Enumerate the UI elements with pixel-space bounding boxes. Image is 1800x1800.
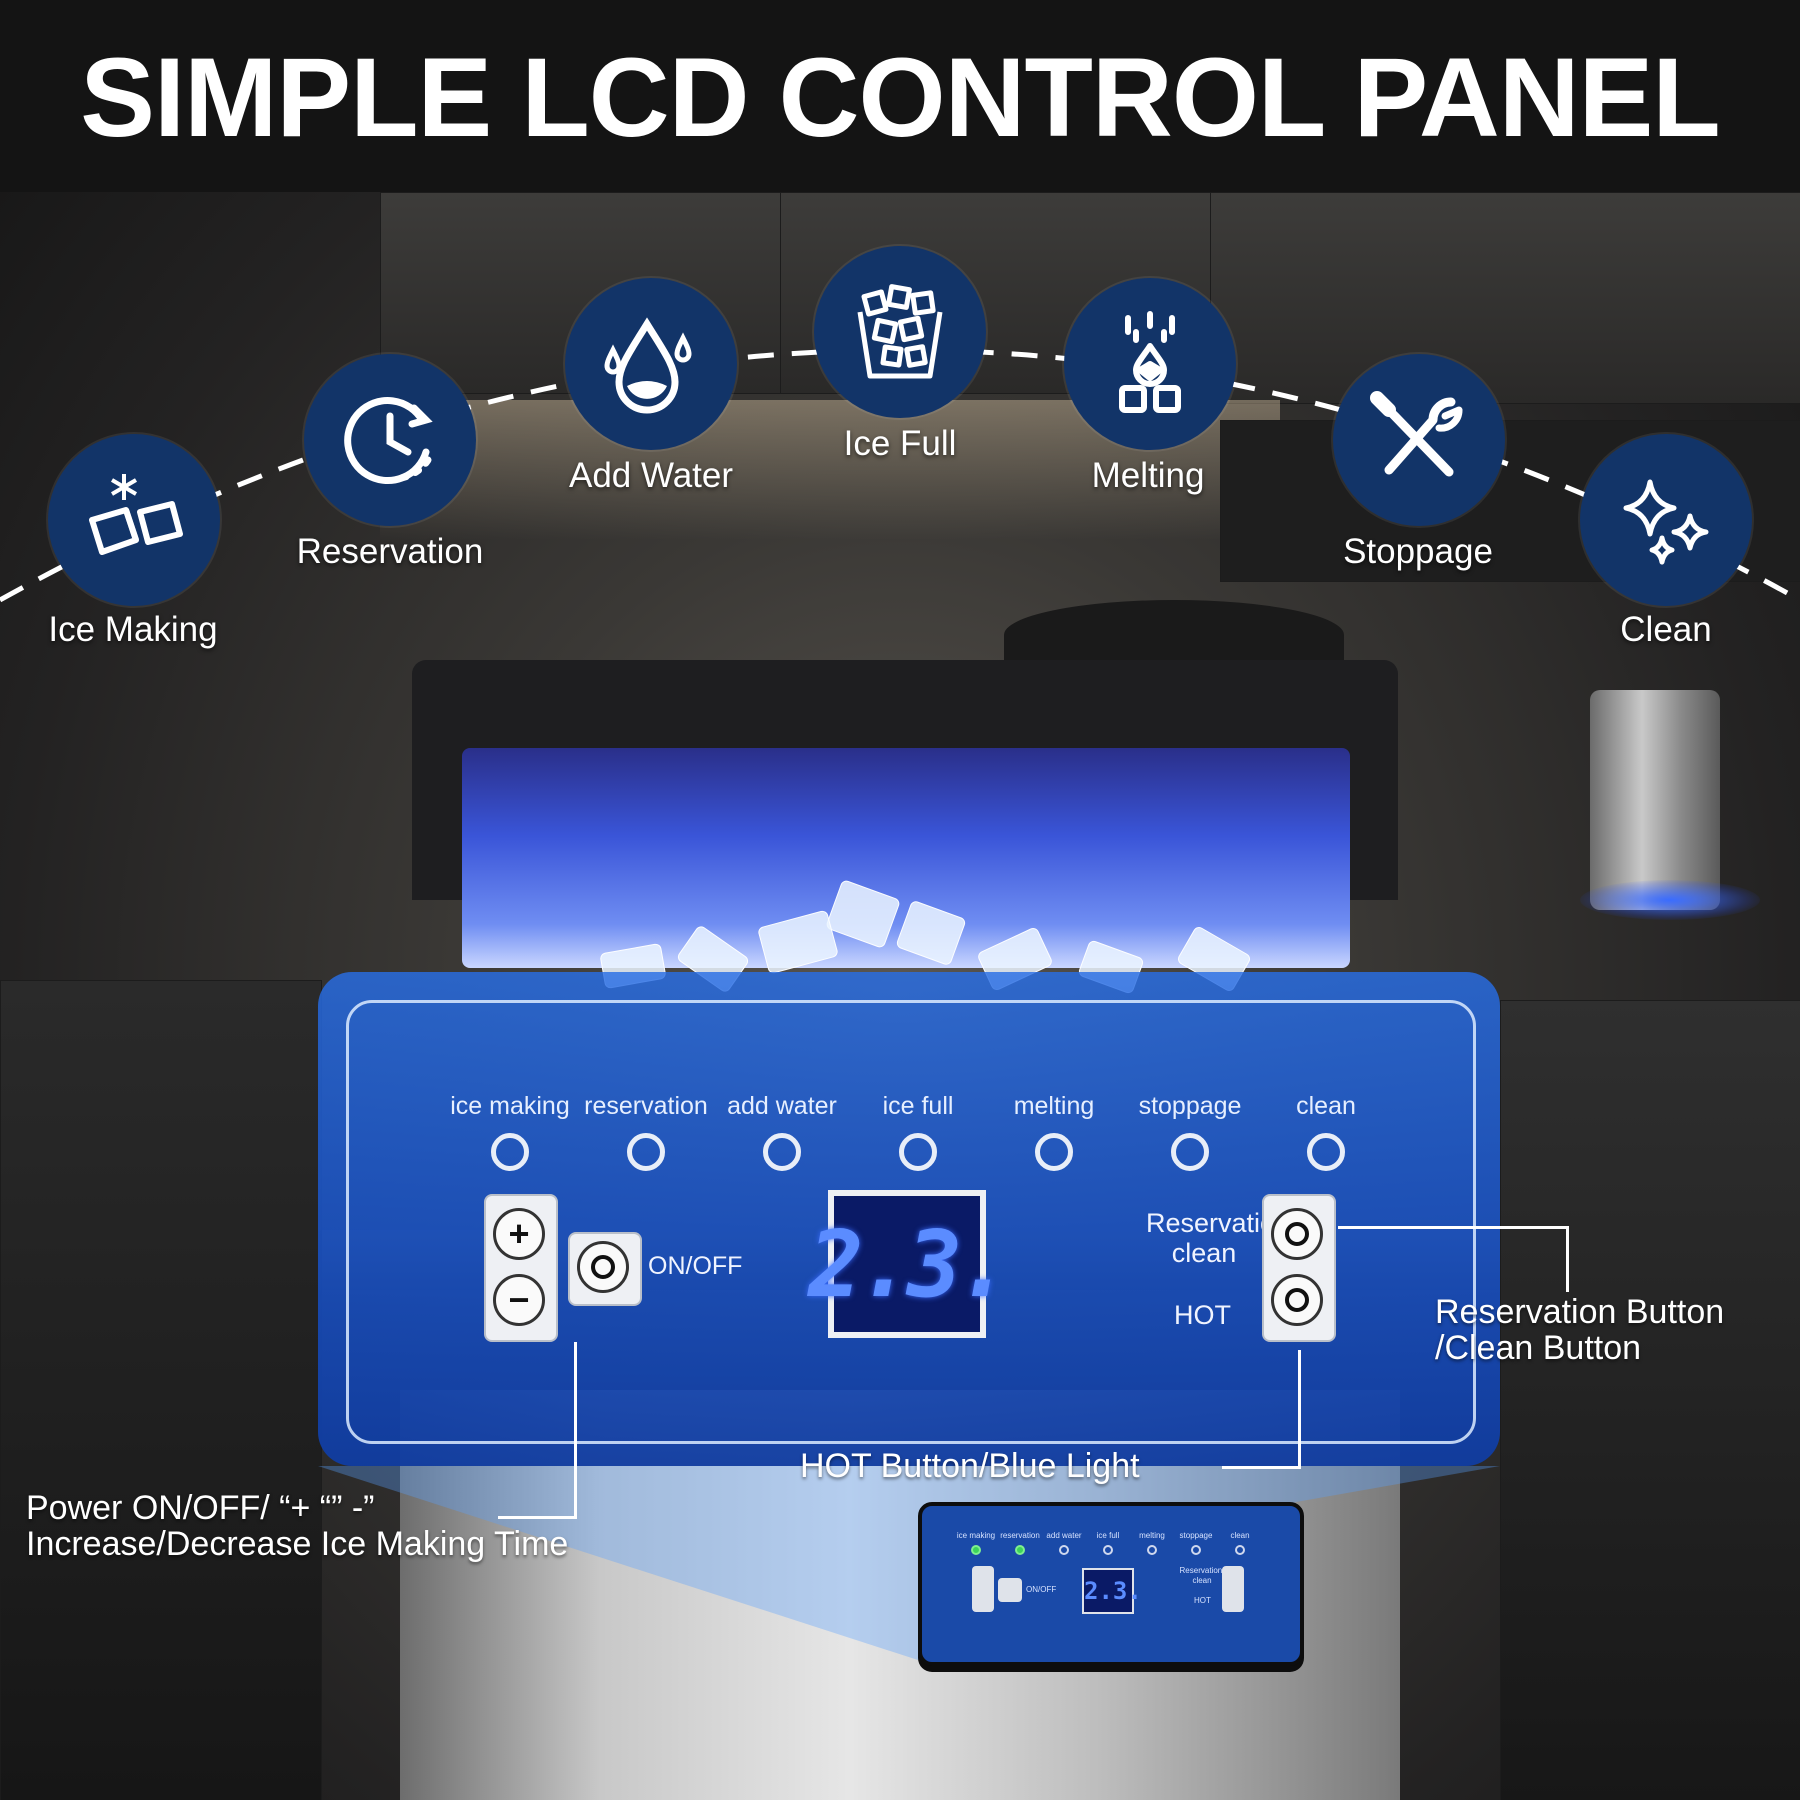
small-power-button[interactable] — [998, 1578, 1022, 1602]
feature-label: Clean — [1620, 610, 1712, 649]
sparkle-icon — [1580, 434, 1752, 606]
small-indicator-label: reservation — [1000, 1531, 1040, 1540]
indicator-label-add-water: add water — [727, 1092, 837, 1120]
power-button[interactable] — [577, 1241, 629, 1293]
small-indicator-light — [1235, 1545, 1245, 1555]
indicator-label-stoppage: stoppage — [1138, 1092, 1242, 1120]
indicator-label-ice-making: ice making — [450, 1092, 570, 1120]
ring-icon — [1285, 1288, 1309, 1312]
reservation-clean-label-line1: Reservation/ — [1146, 1208, 1298, 1238]
small-indicator-label: ice making — [956, 1531, 996, 1540]
small-indicator-light-reservation — [1015, 1545, 1025, 1555]
callout-power: Power ON/OFF/ “+ “” -” Increase/Decrease… — [26, 1490, 568, 1562]
small-indicator-label: stoppage — [1179, 1531, 1213, 1540]
background-cabinet — [0, 980, 322, 1800]
background-cabinet — [1500, 1000, 1800, 1800]
callout-line — [1566, 1226, 1569, 1292]
ring-icon — [591, 1255, 615, 1279]
clock-icon — [304, 354, 476, 526]
background-pot — [1590, 690, 1720, 910]
indicator-light-clean — [1307, 1133, 1345, 1171]
callout-line — [574, 1342, 577, 1518]
title-bar: SIMPLE LCD CONTROL PANEL — [0, 0, 1800, 192]
callout-hot: HOT Button/Blue Light — [800, 1447, 1140, 1485]
hot-button[interactable] — [1271, 1274, 1323, 1326]
reservation-clean-label-line2: clean — [1171, 1238, 1237, 1268]
small-plus-minus-buttons[interactable] — [972, 1566, 994, 1612]
callout-reservation: Reservation Button /Clean Button — [1435, 1294, 1724, 1366]
machine-window — [462, 748, 1350, 995]
lcd-display-value: 2.3. — [808, 1210, 1012, 1318]
feature-label: Stoppage — [1343, 532, 1493, 571]
feature-label: Ice Full — [843, 424, 957, 463]
ice-cube-icon — [48, 434, 220, 606]
small-indicator-label: melting — [1139, 1531, 1165, 1540]
indicator-label-clean: clean — [1296, 1092, 1356, 1120]
small-indicator-label: ice full — [1096, 1531, 1120, 1540]
small-indicator-light — [1103, 1545, 1113, 1555]
melting-icon — [1064, 278, 1236, 450]
small-indicator-light — [1147, 1545, 1157, 1555]
plus-minus-block: + − — [484, 1194, 558, 1342]
small-reservation-clean-label-line2: clean — [1192, 1576, 1212, 1585]
control-panel-frame — [346, 1000, 1476, 1444]
ring-icon — [1285, 1222, 1309, 1246]
small-indicator-label: clean — [1230, 1531, 1250, 1540]
callout-power-line1: Power ON/OFF/ “+ “” -” — [26, 1489, 375, 1527]
small-indicator-label: add water — [1046, 1531, 1082, 1540]
indicator-light-ice-making — [491, 1133, 529, 1171]
indicator-light-melting — [1035, 1133, 1073, 1171]
feature-label: Ice Making — [48, 610, 218, 649]
callout-line — [498, 1516, 577, 1519]
lcd-display: 2.3. — [808, 1190, 1012, 1338]
callout-reservation-line1: Reservation Button — [1435, 1293, 1725, 1331]
small-right-buttons[interactable] — [1222, 1566, 1244, 1612]
indicator-light-stoppage — [1171, 1133, 1209, 1171]
water-drop-icon — [565, 278, 737, 450]
reservation-clean-label: Reservation/ clean — [1146, 1208, 1298, 1268]
power-button-block — [568, 1232, 642, 1306]
tools-icon — [1333, 354, 1505, 526]
page-title: SIMPLE LCD CONTROL PANEL — [80, 35, 1720, 160]
callout-reservation-line2: /Clean Button — [1435, 1329, 1642, 1367]
small-indicator-light-ice-making — [971, 1545, 981, 1555]
small-indicator-light — [1191, 1545, 1201, 1555]
indicator-light-add-water — [763, 1133, 801, 1171]
feature-label: Melting — [1091, 456, 1205, 495]
machine-lid-knob — [1004, 600, 1344, 670]
small-on-off-label: ON/OFF — [1026, 1585, 1057, 1594]
small-reservation-clean-label: Reservation/ clean — [1176, 1566, 1228, 1586]
background-flame — [1580, 880, 1760, 920]
minus-button[interactable]: − — [493, 1274, 545, 1326]
callout-line — [1298, 1350, 1301, 1468]
small-hot-label: HOT — [1194, 1596, 1211, 1605]
hot-label: HOT — [1174, 1300, 1231, 1330]
indicator-label-melting: melting — [1013, 1092, 1095, 1120]
on-off-label: ON/OFF — [648, 1252, 743, 1280]
small-reservation-clean-label-line1: Reservation/ — [1179, 1566, 1225, 1575]
indicator-label-reservation: reservation — [584, 1092, 708, 1120]
indicator-light-ice-full — [899, 1133, 937, 1171]
callout-power-line2: Increase/Decrease Ice Making Time — [26, 1525, 569, 1563]
minus-glyph: − — [508, 1279, 530, 1320]
indicator-label-ice-full: ice full — [882, 1092, 954, 1120]
plus-button[interactable]: + — [493, 1208, 545, 1260]
feature-label: Reservation — [296, 532, 484, 571]
plus-glyph: + — [508, 1213, 530, 1254]
small-lcd-display: 2.3. — [1082, 1568, 1142, 1614]
background-cabinet — [1210, 192, 1800, 404]
callout-line — [1338, 1226, 1568, 1229]
feature-label: Add Water — [568, 456, 734, 495]
small-indicator-light — [1059, 1545, 1069, 1555]
callout-line — [1222, 1466, 1301, 1469]
reservation-clean-button[interactable] — [1271, 1208, 1323, 1260]
ice-bucket-icon — [814, 246, 986, 418]
right-button-block — [1262, 1194, 1336, 1342]
indicator-light-reservation — [627, 1133, 665, 1171]
